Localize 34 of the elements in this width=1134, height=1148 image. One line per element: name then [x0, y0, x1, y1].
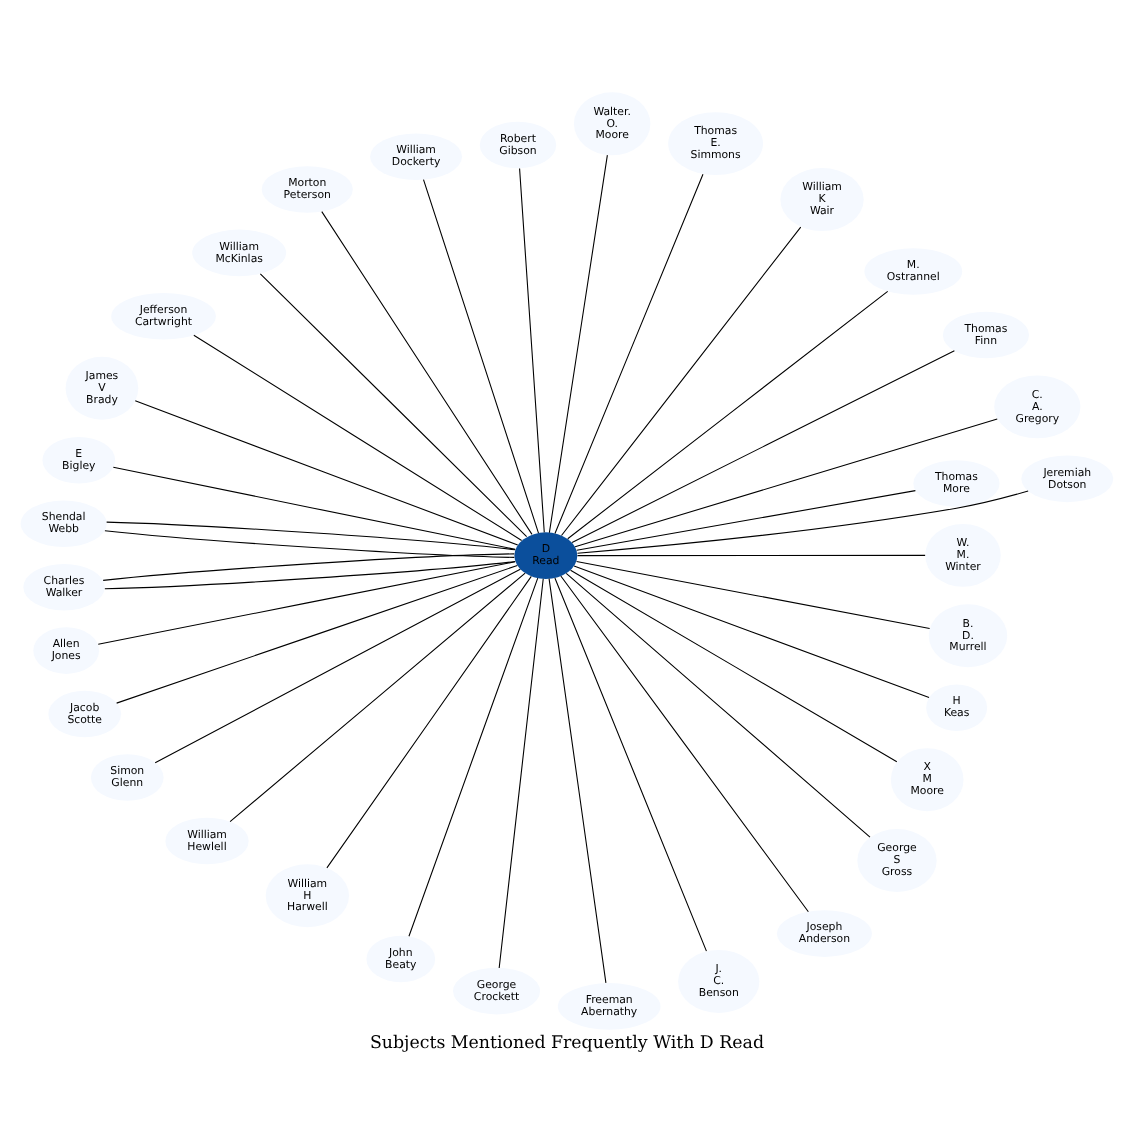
diagram-title: Subjects Mentioned Frequently With D Read	[369, 1032, 765, 1053]
connector	[422, 178, 540, 533]
connector	[565, 571, 871, 837]
connector	[519, 167, 545, 532]
connector	[554, 172, 704, 534]
connector	[576, 559, 931, 629]
connector	[154, 567, 521, 763]
connector	[326, 574, 532, 868]
connector	[554, 576, 707, 951]
connector	[573, 564, 930, 698]
connector	[102, 552, 515, 580]
connector	[97, 560, 516, 644]
connector	[576, 489, 916, 550]
connector	[498, 577, 544, 968]
connector	[560, 225, 802, 536]
connector	[408, 576, 539, 936]
connector	[321, 210, 533, 534]
connector	[106, 520, 516, 550]
connector	[104, 559, 516, 589]
connector	[576, 489, 1029, 553]
connector	[577, 553, 926, 556]
connector	[134, 399, 519, 545]
connector	[116, 563, 518, 703]
connector	[229, 571, 526, 822]
connector	[548, 577, 607, 983]
connector	[259, 272, 528, 537]
connector	[104, 529, 515, 557]
connector	[571, 349, 955, 543]
connector	[560, 574, 809, 912]
connector	[548, 153, 608, 533]
connector	[570, 568, 898, 762]
connector	[112, 465, 516, 549]
connector	[193, 333, 523, 541]
connector	[567, 289, 889, 539]
